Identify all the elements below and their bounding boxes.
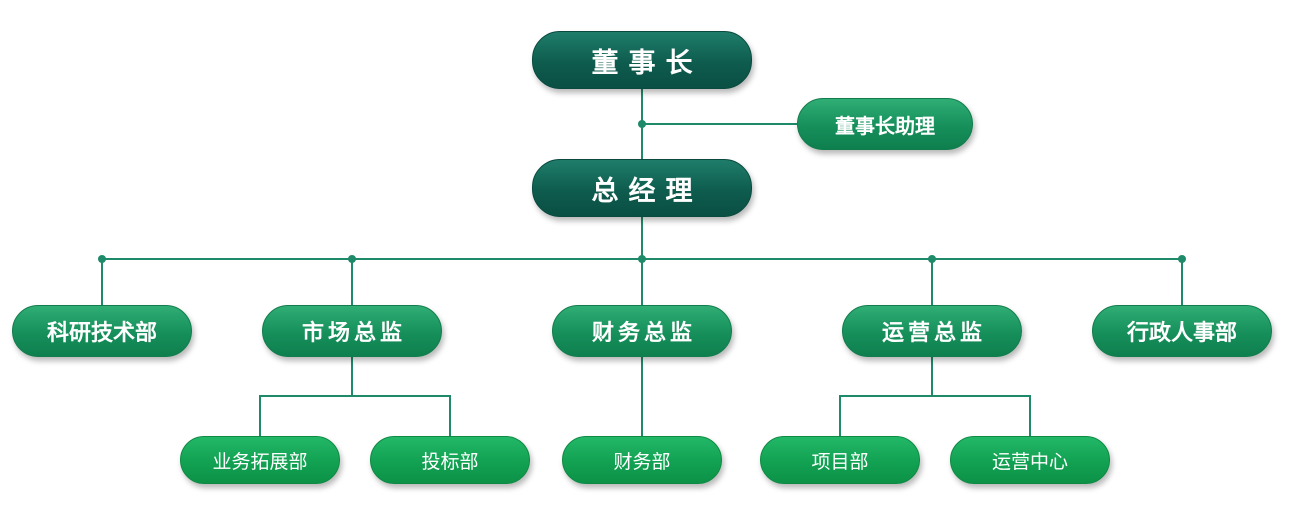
node-chairman-assistant: 董事长助理 xyxy=(797,98,973,150)
connector-operations-split xyxy=(839,395,1031,436)
junction-dot-center xyxy=(638,255,646,263)
junction-dot-admin xyxy=(1178,255,1186,263)
node-general-manager: 总经理 xyxy=(532,159,752,217)
node-business-dev-dept: 业务拓展部 xyxy=(180,436,340,484)
node-rd-dept: 科研技术部 xyxy=(12,305,192,357)
node-marketing-director: 市场总监 xyxy=(262,305,442,357)
node-project-dept: 项目部 xyxy=(760,436,920,484)
node-finance-dept: 财务部 xyxy=(562,436,722,484)
junction-dot-marketing xyxy=(348,255,356,263)
connector-marketing-split xyxy=(259,395,451,436)
junction-dot-assistant xyxy=(638,120,646,128)
node-chairman: 董事长 xyxy=(532,31,752,89)
node-operations-center: 运营中心 xyxy=(950,436,1110,484)
junction-dot-rd xyxy=(98,255,106,263)
junction-dot-operations xyxy=(928,255,936,263)
node-bidding-dept: 投标部 xyxy=(370,436,530,484)
node-operations-director: 运营总监 xyxy=(842,305,1022,357)
node-finance-director: 财务总监 xyxy=(552,305,732,357)
node-admin-hr-dept: 行政人事部 xyxy=(1092,305,1272,357)
